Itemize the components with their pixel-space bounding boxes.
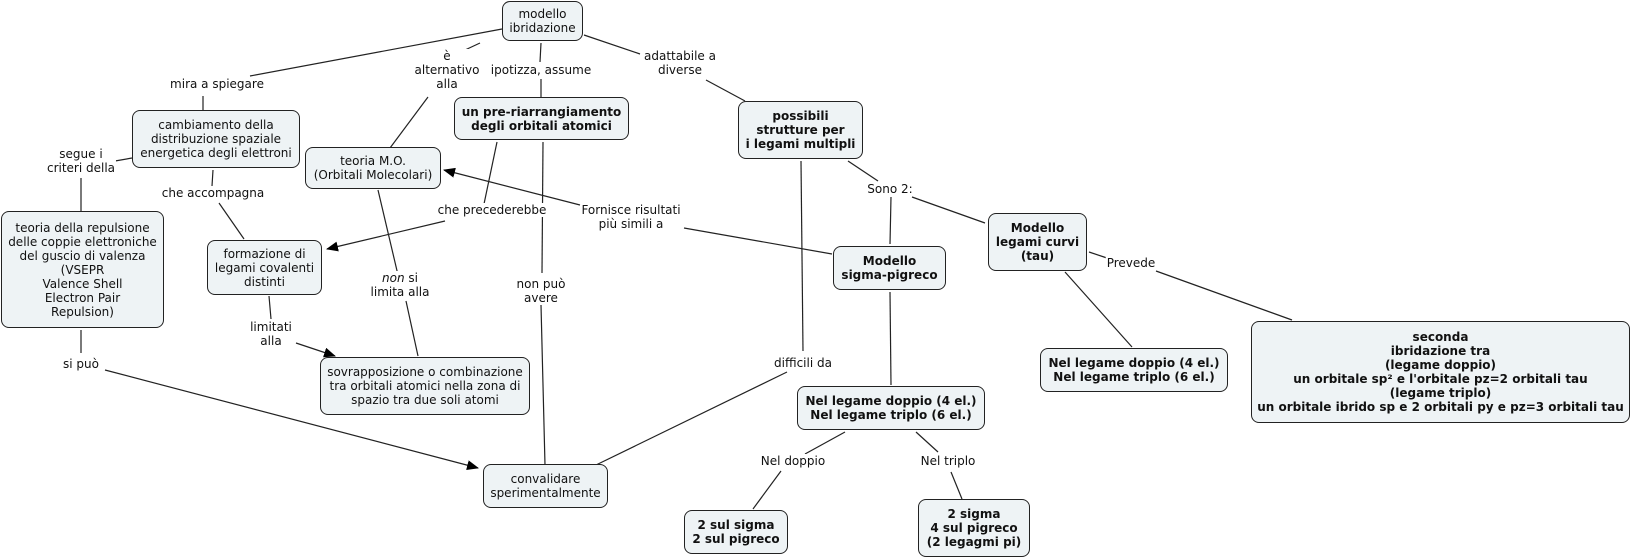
line-precederebbe-formazione [326, 220, 446, 252]
line-sipuo-convalidare [104, 369, 479, 471]
link-label-mira: mira a spiegare [169, 77, 265, 91]
link-label-fornisce: Fornisce risultati più simili a [580, 203, 682, 231]
concept-nel-legame-sigma[interactable]: Nel legame doppio (4 el.) Nel legame tri… [797, 386, 985, 430]
concept-modello-ibridazione[interactable]: modello ibridazione [502, 1, 583, 41]
link-label-difficili: difficili da [773, 356, 833, 370]
link-label-ipotizza: ipotizza, assume [489, 63, 593, 77]
line-possibili-difficili [800, 160, 804, 352]
link-label-precederebbe: che precederebbe [436, 203, 548, 217]
link-label-alternativo: è alternativo alla [413, 49, 481, 91]
link-label-adattabile: adattabile a diverse [643, 49, 717, 77]
line-adattabile-possibili [705, 79, 746, 102]
link-label-si-puo: si può [62, 357, 100, 371]
line-modello-adattabile [583, 34, 641, 55]
line-teoria-nonsilimita [377, 189, 399, 276]
link-label-prevede: Prevede [1105, 256, 1157, 270]
link-label-limitati: limitati alla [249, 320, 293, 348]
concept-nel-legame-tau[interactable]: Nel legame doppio (4 el.) Nel legame tri… [1040, 348, 1228, 392]
line-curvi-nellegame [1064, 271, 1133, 348]
line-nonsilimita-sovrapposizione [405, 300, 419, 357]
line-nonpuo-convalidare [540, 304, 546, 466]
line-neltriplo-res [950, 471, 963, 500]
link-label-non-puo: non può avere [515, 277, 567, 305]
line-sigma-nellegame [889, 291, 892, 386]
line-fornisce-teoria [443, 167, 581, 206]
line-cambiamento-accompagna [211, 169, 214, 187]
concept-formazione-legami[interactable]: formazione di legami covalenti distinti [207, 240, 322, 295]
concept-triplo-risultato[interactable]: 2 sigma 4 sul pigreco (2 legagmi pi) [918, 499, 1030, 557]
link-label-sono2: Sono 2: [866, 182, 914, 196]
concept-sovrapposizione[interactable]: sovrapposizione o combinazione tra orbit… [320, 357, 530, 415]
line-alternativo-teoria [389, 96, 429, 149]
link-label-segue: segue i criteri della [45, 147, 117, 175]
line-modello-ipotizza [539, 42, 542, 63]
concept-pre-riarrangiamento[interactable]: un pre-riarrangiamento degli orbitali at… [454, 97, 629, 140]
concept-modello-legami-curvi[interactable]: Modello legami curvi (tau) [988, 213, 1087, 271]
line-formazione-limitati [268, 295, 272, 320]
concept-possibili-strutture[interactable]: possibili strutture per i legami multipl… [738, 101, 863, 159]
link-label-nel-triplo: Nel triplo [919, 454, 977, 468]
line-possibili-sono2 [847, 160, 879, 182]
line-sono2-sigma [889, 196, 892, 245]
line-curvi-prevede [1088, 251, 1108, 259]
concept-convalidare[interactable]: convalidare sperimentalmente [483, 464, 608, 508]
link-label-accompagna: che accompagna [160, 186, 266, 200]
concept-doppio-risultato[interactable]: 2 sul sigma 2 sul pigreco [684, 510, 788, 554]
link-label-nel-doppio: Nel doppio [759, 454, 827, 468]
concept-teoria-mo[interactable]: teoria M.O. (Orbitali Molecolari) [305, 147, 441, 189]
concept-modello-sigma-pigreco[interactable]: Modello sigma-pigreco [833, 246, 946, 290]
line-prevede-seconda [1155, 270, 1293, 321]
line-sigma-fornisce [683, 227, 833, 255]
line-cambiamento-segue [114, 157, 133, 162]
line-pre-precederebbe [483, 141, 498, 205]
line-nellegame-neltriplo [915, 431, 939, 453]
link-label-non-si-limita-rest: si limita alla [370, 271, 430, 299]
concept-seconda-ibridazione[interactable]: seconda ibridazione tra (legame doppio) … [1251, 321, 1630, 423]
emphasis-non: non [382, 271, 405, 285]
concept-vsepr[interactable]: teoria della repulsione delle coppie ele… [1, 211, 164, 328]
line-modello-mira [249, 28, 503, 77]
link-label-non-si-limita: non si limita alla [369, 271, 431, 299]
line-difficili-convalidare [595, 371, 788, 466]
line-neldoppio-res [752, 470, 782, 510]
line-nellegame-neldoppio [804, 431, 846, 455]
line-limitati-sovrapposizione [295, 342, 336, 358]
concept-cambiamento-distribuzione[interactable]: cambiamento della distribuzione spaziale… [132, 110, 300, 168]
line-sono2-curvi [911, 196, 986, 224]
line-accompagna-formazione [218, 202, 245, 240]
